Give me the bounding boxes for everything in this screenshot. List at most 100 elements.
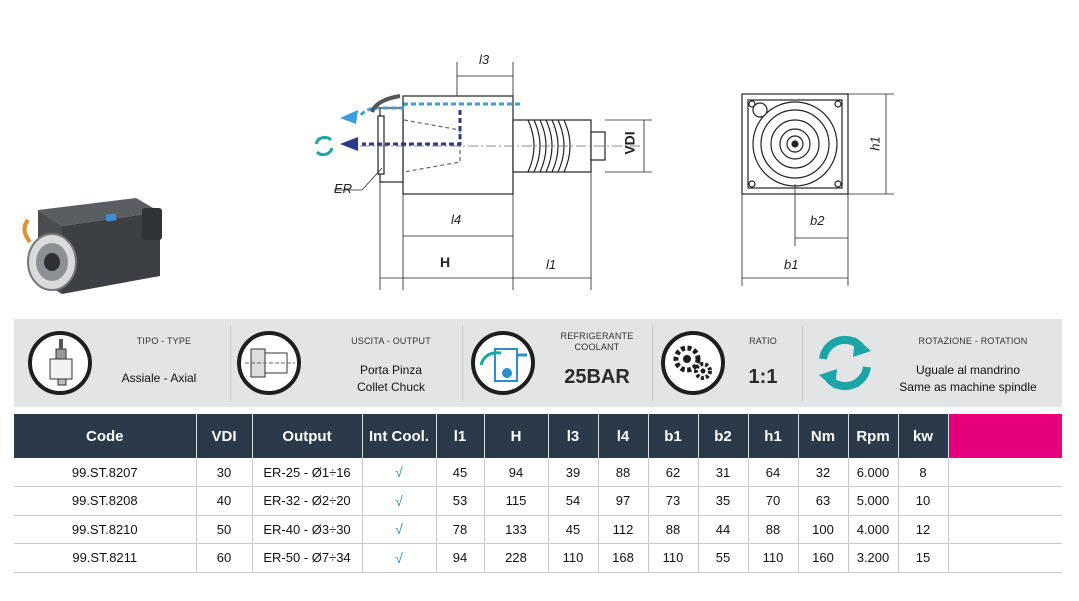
cell-b1: 62 [648,458,699,487]
dim-b2: b2 [810,213,825,228]
cell-code: 99.ST.8208 [14,486,197,516]
dim-b1: b1 [784,257,799,272]
spec-output-value-2: Collet Chuck [356,380,426,394]
spec-coolant-caption-2: COOLANT [574,342,620,352]
cell-h1: 64 [748,458,799,487]
cell-rpm: 5.000 [848,486,899,516]
dim-l1: l1 [546,257,557,272]
cell-kw: 10 [898,486,949,516]
spec-rotation-caption: ROTAZIONE - ROTATION [918,336,1028,346]
front-view-drawing [741,93,894,286]
cell-l3: 54 [548,486,599,516]
cell-l4: 112 [598,515,649,544]
gears-icon [661,331,725,395]
col-l4-header: l4 [598,414,649,458]
cell-l1: 78 [436,515,485,544]
spec-rotation-value-2: Same as machine spindle [899,380,1037,394]
spec-rotation-value-1: Uguale al mandrino [915,363,1021,377]
col-output-header: Output [252,414,363,458]
divider [230,325,231,401]
cell-int-cool: √ [362,486,437,516]
cell-b2: 35 [698,486,749,516]
cell-b2: 55 [698,543,749,573]
dim-h1: h1 [867,136,883,151]
col-code-header: Code [14,414,197,458]
dim-l4: l4 [451,212,462,227]
spec-coolant-value: 25BAR [564,366,630,388]
cell-vdi: 50 [196,515,253,544]
dim-l3: l3 [479,52,490,67]
spec-ratio-caption: RATIO [749,336,777,346]
cell-l1: 94 [436,543,485,573]
cell-h: 115 [484,486,549,516]
cell-kw: 12 [898,515,949,544]
dim-er: ER [334,181,353,196]
product-table: Code VDI Output Int Cool. l1 H l3 l4 b1 … [14,414,1062,573]
cell-b2: 31 [698,458,749,487]
cell-code: 99.ST.8207 [14,458,197,487]
cell-output: ER-32 - Ø2÷20 [252,486,363,516]
side-view-drawing [314,62,652,290]
cell-l4: 168 [598,543,649,573]
cell-rpm: 4.000 [848,515,899,544]
spec-type-caption: TIPO - TYPE [136,336,192,346]
cell-l3: 110 [548,543,599,573]
cell-h: 228 [484,543,549,573]
cell-h1: 70 [748,486,799,516]
spec-output-caption: USCITA - OUTPUT [351,336,431,346]
spec-ratio-value: 1:1 [748,366,778,388]
cell-h1: 88 [748,515,799,544]
cell-l3: 45 [548,515,599,544]
coolant-icon [471,331,535,395]
cell-vdi: 30 [196,458,253,487]
cell-output: ER-40 - Ø3÷30 [252,515,363,544]
cell-rpm: 6.000 [848,458,899,487]
cell-kw: 15 [898,543,949,573]
cell-b1: 88 [648,515,699,544]
divider [652,325,653,401]
cell-code: 99.ST.8211 [14,543,197,573]
spec-coolant: REFRIGERANTE COOLANT 25BAR [463,319,652,407]
spec-coolant-caption-1: REFRIGERANTE [560,331,634,341]
cell-l3: 39 [548,458,599,487]
spec-type: TIPO - TYPE Assiale - Axial [14,319,230,407]
col-b1-header: b1 [648,414,699,458]
cell-h: 94 [484,458,549,487]
col-nm-header: Nm [798,414,849,458]
col-h1-header: h1 [748,414,799,458]
cell-nm: 160 [798,543,849,573]
cell-h1: 110 [748,543,799,573]
col-rpm-header: Rpm [848,414,899,458]
divider [802,325,803,401]
cell-output: ER-25 - Ø1÷16 [252,458,363,487]
spec-band: TIPO - TYPE Assiale - Axial USCITA - OUT… [14,319,1062,407]
col-intcool-header: Int Cool. [362,414,437,458]
spec-output-value-1: Porta Pinza [359,363,423,377]
spec-rotation: ROTAZIONE - ROTATION Uguale al mandrino … [803,319,1062,407]
product-photo [22,198,162,294]
cell-b2: 44 [698,515,749,544]
cell-int-cool: √ [362,515,437,544]
col-kw-header: kw [898,414,949,458]
divider [462,325,463,401]
cell-accent [948,458,1062,487]
col-b2-header: b2 [698,414,749,458]
cell-output: ER-50 - Ø7÷34 [252,543,363,573]
cell-b1: 110 [648,543,699,573]
cell-accent [948,543,1062,573]
cell-l1: 53 [436,486,485,516]
cell-nm: 32 [798,458,849,487]
col-l1-header: l1 [436,414,485,458]
cell-vdi: 60 [196,543,253,573]
cell-kw: 8 [898,458,949,487]
cell-int-cool: √ [362,458,437,487]
col-l3-header: l3 [548,414,599,458]
dim-vdi: VDI [621,131,638,155]
rotation-arrows-icon [819,335,871,391]
cell-l1: 45 [436,458,485,487]
col-accent-header [948,414,1062,458]
